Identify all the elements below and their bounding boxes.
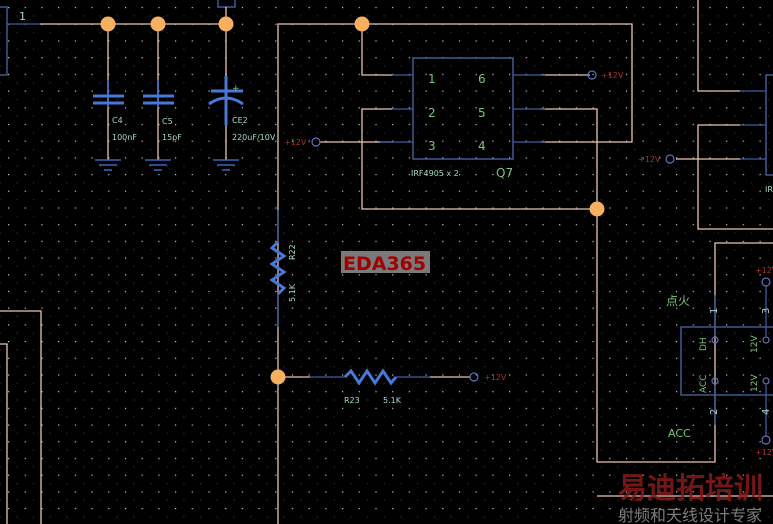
q7-pin-1: 1	[428, 72, 436, 86]
power-port[interactable]	[311, 137, 321, 147]
connector-pin-name-dh: DH	[699, 337, 709, 351]
q7-pin-2: 2	[428, 106, 436, 120]
ce2-ref: CE2	[232, 116, 248, 125]
watermark-subtitle: 射频和天线设计专家	[618, 506, 762, 524]
q7-pin-5: 5	[478, 106, 486, 120]
connector-pin-number-2: 2	[709, 409, 720, 415]
q7-pin-6: 6	[478, 72, 486, 86]
power-port[interactable]	[469, 372, 479, 382]
power-port[interactable]	[665, 154, 675, 164]
r23-value: 5.1K	[383, 396, 402, 405]
q7-pin-3: 3	[428, 139, 436, 153]
c5-value: 15pF	[162, 133, 182, 142]
capacitor-c5[interactable]	[143, 80, 174, 108]
connector[interactable]	[680, 286, 773, 436]
power-port[interactable]	[587, 70, 597, 80]
ground-icon	[213, 159, 239, 171]
ground-icon	[145, 159, 171, 171]
ce2-polarity: +	[232, 84, 240, 94]
capacitor-ce2[interactable]	[208, 76, 244, 125]
connector-pin-number-1: 1	[709, 308, 720, 314]
power-label: +12V	[484, 373, 507, 382]
power-label: +12V	[755, 266, 773, 275]
q7-pin-4: 4	[478, 139, 486, 153]
net-label-1: 1	[19, 10, 26, 23]
overlay-label-bg	[341, 251, 430, 273]
acc-label: ACC	[668, 427, 691, 440]
left-component-partial[interactable]	[0, 6, 40, 76]
connector-pin-number-4: 4	[761, 409, 772, 415]
mosfet-q7[interactable]	[380, 57, 545, 160]
c4-value: 100nF	[112, 133, 137, 142]
overlay-label: EDA365	[343, 253, 426, 275]
ignition-label: 点火	[666, 294, 690, 308]
junctions	[100, 16, 605, 385]
right-component-partial[interactable]	[740, 74, 773, 176]
connector-pin-name-12v: 12V	[750, 374, 760, 392]
resistor-r23[interactable]	[310, 368, 430, 386]
q7-part: IRF4905 x 2	[411, 169, 459, 178]
right-part-ref: IR	[765, 185, 773, 194]
connector-pin-number-3: 3	[761, 308, 772, 314]
r22-value: 5.1K	[288, 283, 297, 302]
ground-icon	[95, 159, 121, 171]
connector-pin-name-12v: 12V	[750, 335, 760, 353]
power-label: +12V	[284, 138, 307, 147]
resistor-r22[interactable]	[269, 210, 287, 327]
ce2-value: 220uF/10V	[232, 133, 276, 142]
c4-ref: C4	[112, 116, 123, 125]
r23-ref: R23	[344, 396, 360, 405]
watermark-title: 易迪拓培训	[618, 471, 763, 505]
power-label: +12V	[601, 71, 624, 80]
connector-pin-name-acc: ACC	[699, 374, 709, 393]
r22-ref: R22	[288, 244, 297, 260]
q7-ref: Q7	[496, 166, 513, 180]
capacitor-c4[interactable]	[93, 80, 124, 108]
c5-ref: C5	[162, 117, 173, 126]
power-label: +12V	[638, 155, 661, 164]
power-label: +12V	[755, 448, 773, 457]
